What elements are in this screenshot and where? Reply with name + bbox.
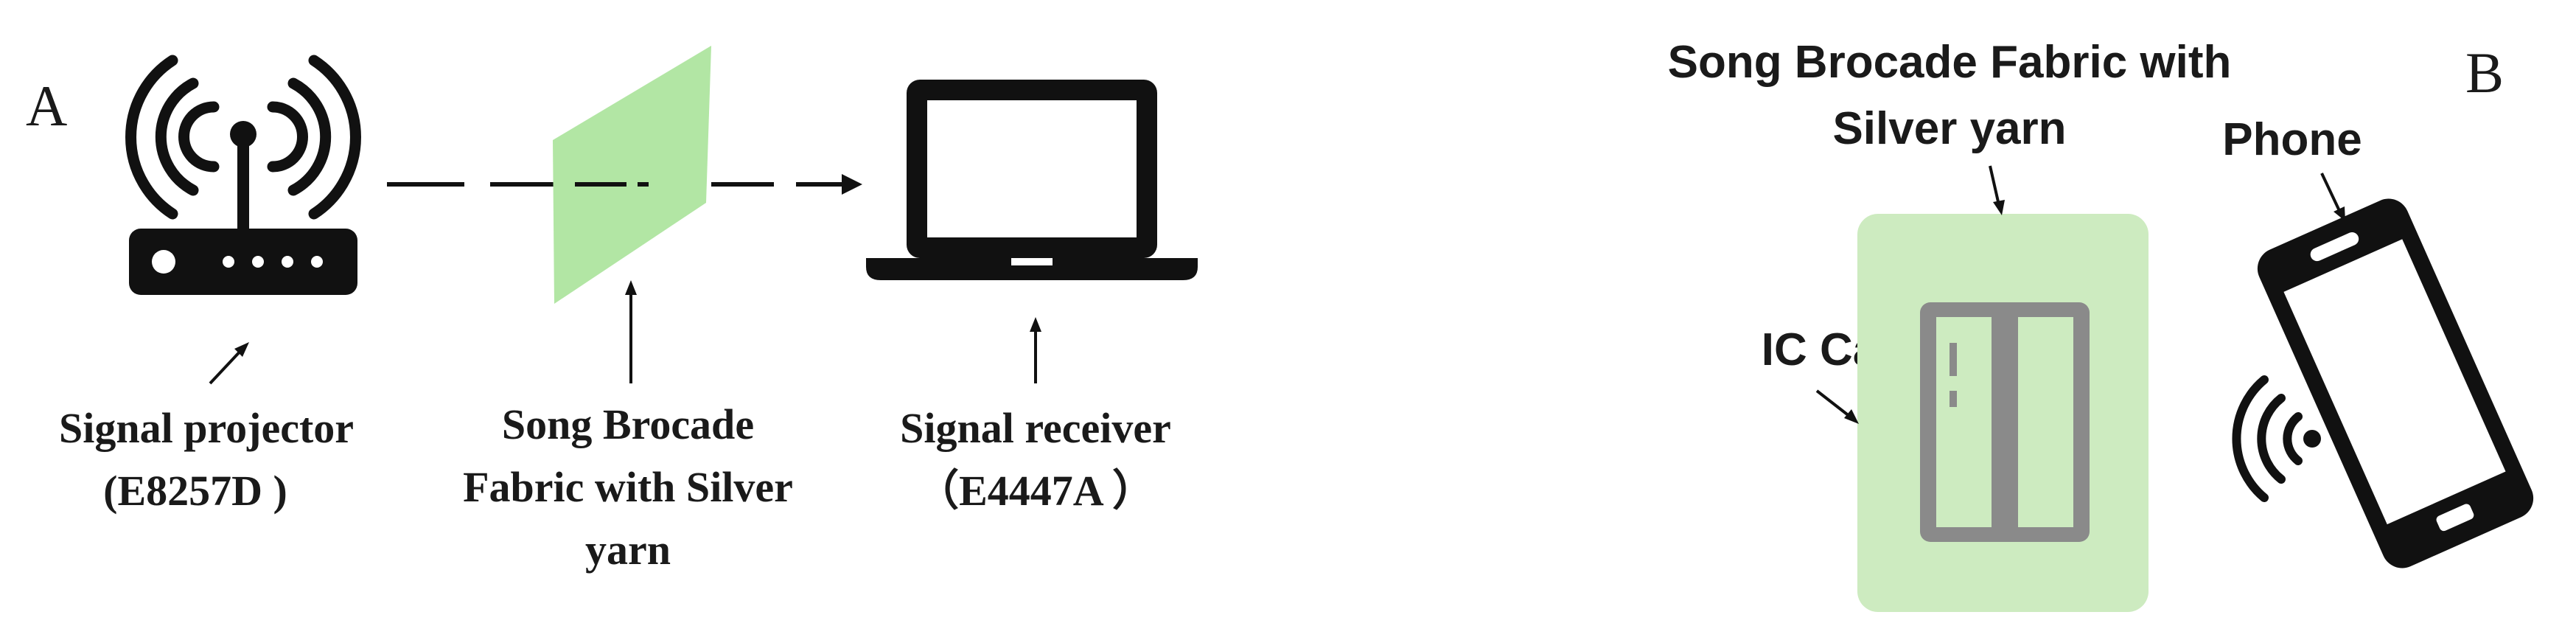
fabric-label-b-line2: Silver yarn (1832, 103, 2066, 154)
fabric-label-a-line3: yarn (585, 526, 671, 574)
receiver-label-line1: Signal receiver (900, 404, 1171, 452)
fabric-sheet (553, 46, 711, 304)
projector-label-line1: Signal projector (59, 404, 354, 452)
pointer-arrows-b (1815, 165, 2342, 418)
laptop-icon (866, 80, 1198, 280)
projector-label-line2: (E8257D ) (103, 467, 287, 515)
phone-icon (2257, 198, 2534, 568)
fabric-label-a-line2: Fabric with Silver (463, 463, 793, 511)
fabric-label-b-line1: Song Brocade Fabric with (1668, 37, 2232, 88)
pointer-arrowheads-a (234, 280, 1041, 357)
pointer-arrows-a (209, 289, 1037, 385)
nfc-wave-icon (2232, 375, 2321, 502)
panel-a-letter: A (26, 74, 67, 138)
phone-label: Phone (2222, 114, 2362, 165)
ic-card-icon (1920, 302, 2090, 542)
receiver-label-line2: （E4447A ） (916, 467, 1155, 515)
panel-b-letter: B (2465, 41, 2504, 105)
fabric-label-a-line1: Song Brocade (502, 400, 754, 448)
signal-arrowhead (842, 174, 862, 195)
router-icon (125, 55, 361, 295)
